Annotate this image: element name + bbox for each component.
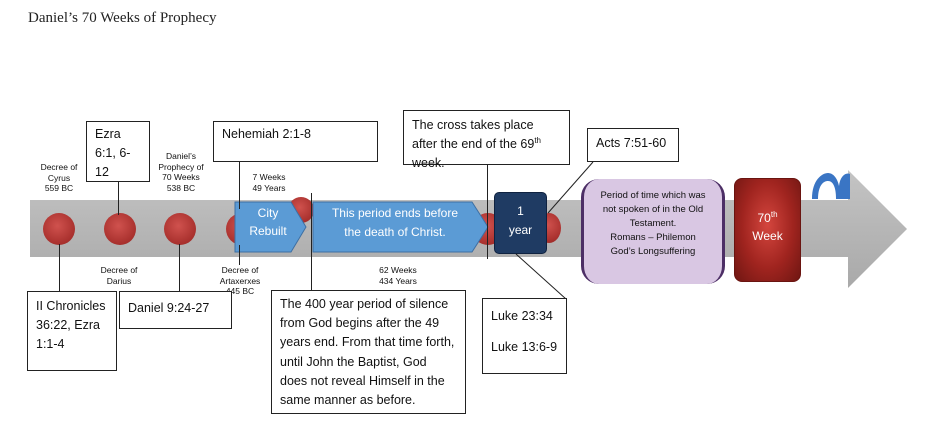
line-daniel9: [179, 244, 180, 292]
gap-period-box: Period of time which was not spoken of i…: [581, 179, 725, 284]
timeline-dot-darius: [104, 213, 136, 245]
seventieth-week-box: 70th Week: [734, 178, 801, 282]
line-nehemiah: [239, 161, 240, 209]
nehemiah-box: Nehemiah 2:1-8: [213, 121, 378, 162]
acts-box: Acts 7:51-60: [587, 128, 679, 162]
seventieth-number: 70: [757, 211, 771, 225]
line-silence: [311, 193, 312, 291]
label-prophecy: Daniel’s Prophecy of 70 Weeks 538 BC: [158, 151, 204, 193]
chronicles-box: II Chronicles 36:22, Ezra 1:1-4: [27, 291, 117, 371]
label-cyrus: Decree of Cyrus 559 BC: [40, 162, 78, 193]
label-darius: Decree of Darius: [100, 265, 138, 286]
cross-text-after: week.: [412, 156, 445, 170]
label-artaxerxes: Decree of Artaxerxes 445 BC: [219, 265, 261, 296]
seventieth-sup: th: [770, 210, 778, 219]
luke-13-6-9: Luke 13:6-9: [491, 340, 558, 354]
luke-23-34: Luke 23:34: [491, 309, 553, 323]
daniel-9-box: Daniel 9:24-27: [119, 291, 232, 329]
timeline-dot-cyrus: [43, 213, 75, 245]
one-year-box: 1 year: [494, 192, 547, 254]
label-sixtytwo-weeks: 62 Weeks 434 Years: [379, 265, 417, 286]
silence-box: The 400 year period of silence from God …: [271, 290, 466, 414]
cross-text-sup: th: [534, 135, 541, 145]
cross-text-before: The cross takes place after the end of t…: [412, 118, 535, 151]
line-cross: [487, 165, 488, 259]
label-seven-weeks: 7 Weeks 49 Years: [252, 172, 286, 193]
ezra-6-box: Ezra 6:1, 6-12: [86, 121, 150, 182]
period-ends-label: This period ends before the death of Chr…: [331, 206, 459, 239]
city-rebuilt-label: City Rebuilt: [249, 206, 287, 238]
line-artaxerxes: [239, 245, 240, 265]
line-ezra6: [118, 181, 119, 215]
cross-box: The cross takes place after the end of t…: [403, 110, 570, 170]
luke-box: Luke 23:34 Luke 13:6-9: [482, 298, 567, 374]
page-title: Daniel’s 70 Weeks of Prophecy: [28, 10, 217, 26]
timeline-dot-prophecy: [164, 213, 196, 245]
line-chronicles: [59, 244, 60, 292]
seventieth-word: Week: [752, 229, 783, 243]
